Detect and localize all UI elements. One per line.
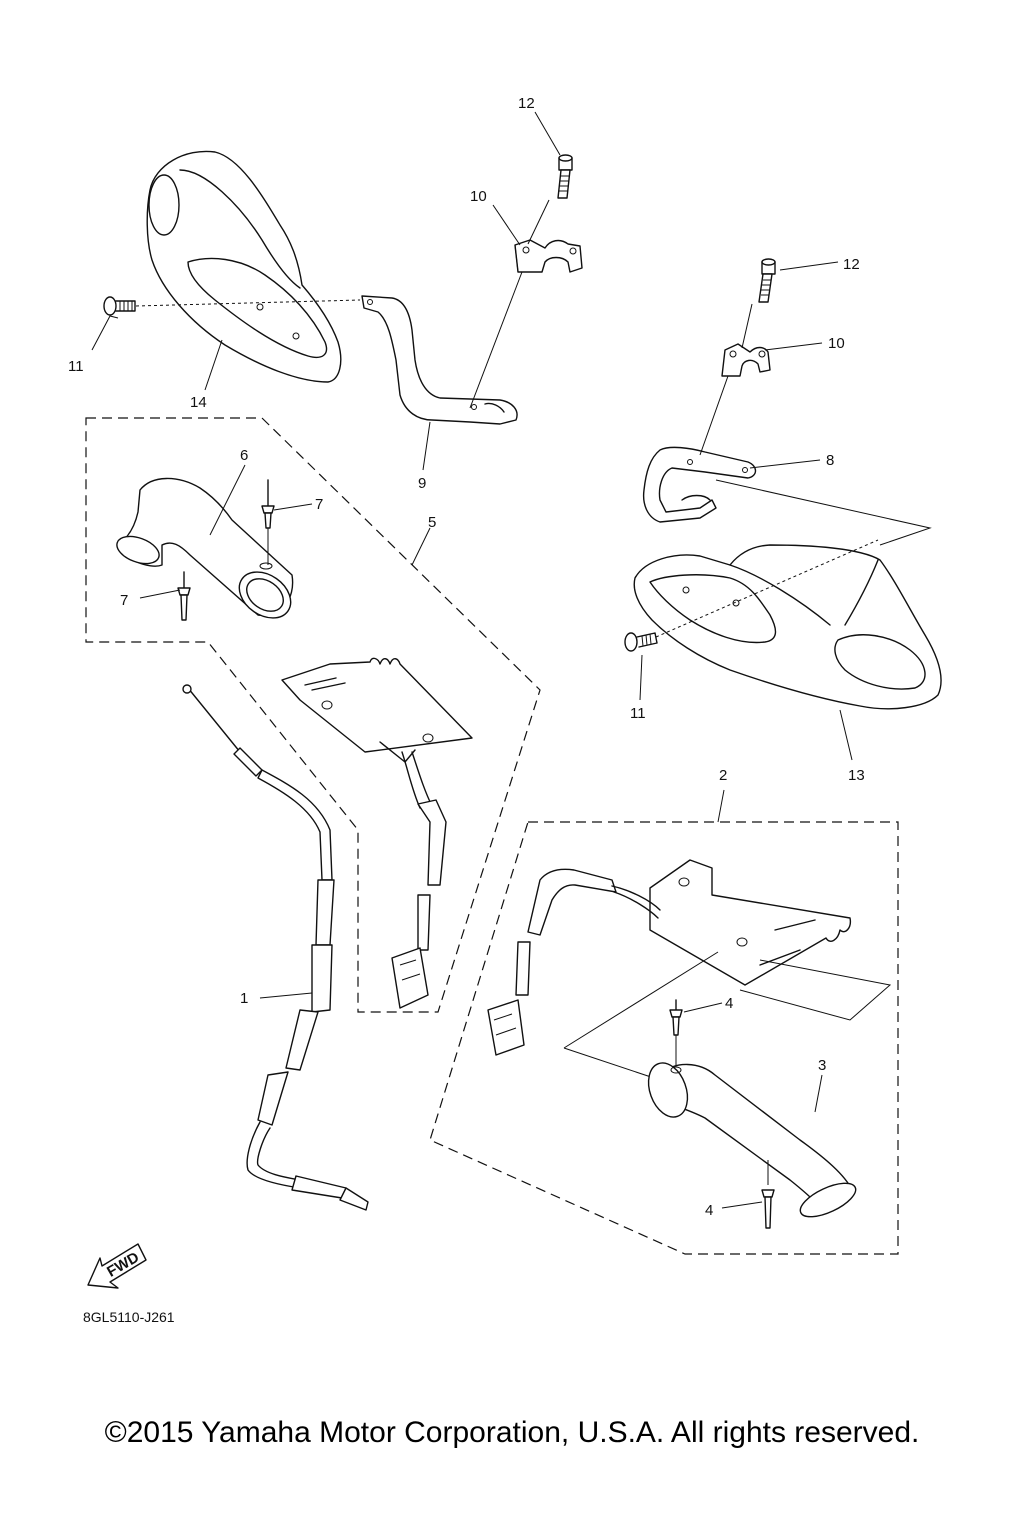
callout-12-upper: 12 bbox=[518, 95, 535, 112]
clamp-right-part-10 bbox=[721, 343, 771, 377]
fwd-arrow-icon: FWD bbox=[87, 1243, 147, 1289]
callout-4-lower: 4 bbox=[705, 1202, 713, 1219]
cable-part-1 bbox=[182, 684, 369, 1211]
callout-4-upper: 4 bbox=[725, 995, 733, 1012]
drawing-code: 8GL5110-J261 bbox=[83, 1309, 175, 1325]
rivet-upper-part-4 bbox=[669, 999, 683, 1036]
screw-left-part-11 bbox=[103, 296, 136, 316]
wire-connector-right bbox=[487, 868, 661, 1056]
bolt-right-part-12 bbox=[758, 258, 776, 303]
callout-14: 14 bbox=[190, 394, 207, 411]
callout-6: 6 bbox=[240, 447, 248, 464]
wire-connector-left bbox=[391, 751, 447, 1009]
callout-1: 1 bbox=[240, 990, 248, 1007]
callout-10-upper: 10 bbox=[470, 188, 487, 205]
callout-3: 3 bbox=[818, 1057, 826, 1074]
bracket-left-part-9 bbox=[361, 295, 518, 425]
grip-heater-right-part-3 bbox=[647, 1062, 857, 1218]
bolt-left-part-12 bbox=[557, 154, 573, 199]
hand-guard-right-part-13 bbox=[633, 544, 942, 710]
callout-11-left: 11 bbox=[68, 358, 84, 375]
callout-10-right: 10 bbox=[828, 335, 845, 352]
rivet-lower-part-7 bbox=[177, 571, 191, 621]
assembly-frame-part-2 bbox=[429, 821, 899, 1255]
grip-heater-left-part-6 bbox=[116, 477, 294, 619]
callout-13: 13 bbox=[848, 767, 865, 784]
copyright-notice: ©2015 Yamaha Motor Corporation, U.S.A. A… bbox=[104, 1416, 920, 1449]
callout-9: 9 bbox=[418, 475, 426, 492]
callout-5: 5 bbox=[428, 514, 436, 531]
heater-element-right bbox=[563, 859, 892, 1091]
rivet-upper-part-7 bbox=[261, 479, 275, 529]
hand-guard-left-part-14 bbox=[146, 150, 342, 383]
rivet-lower-part-4 bbox=[761, 1160, 775, 1229]
bracket-right-part-8 bbox=[642, 446, 757, 523]
callout-7-lower: 7 bbox=[120, 592, 128, 609]
heater-element-left bbox=[281, 657, 473, 763]
screw-right-part-11 bbox=[624, 632, 658, 652]
callout-2: 2 bbox=[719, 767, 727, 784]
callout-8: 8 bbox=[826, 452, 834, 469]
assembly-frame-part-5 bbox=[85, 417, 541, 1013]
callout-11-right: 11 bbox=[630, 705, 646, 722]
callout-12-right: 12 bbox=[843, 256, 860, 273]
clamp-left-part-10 bbox=[514, 239, 583, 273]
callout-7-upper: 7 bbox=[315, 496, 323, 513]
